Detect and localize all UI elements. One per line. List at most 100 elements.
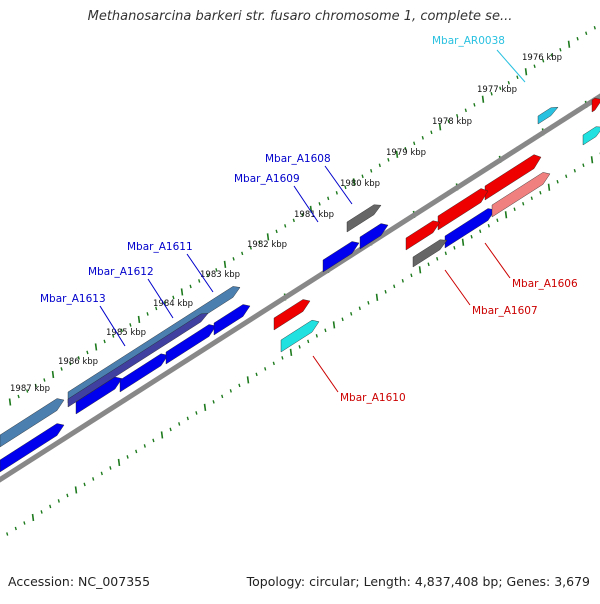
tick-mark xyxy=(8,398,12,406)
gene-arrow-blue[interactable] xyxy=(444,208,496,249)
gene-arrow-blue[interactable] xyxy=(213,304,251,336)
tick-mark xyxy=(513,207,516,212)
tick-mark xyxy=(31,513,35,522)
tick-mark xyxy=(155,306,158,311)
gene-arrow-blue[interactable] xyxy=(165,324,217,365)
gene-labels: Mbar_AR0038Mbar_A1608Mbar_A1609Mbar_A161… xyxy=(40,35,578,404)
tick-mark xyxy=(100,471,103,476)
gene-label[interactable]: Mbar_A1612 xyxy=(88,266,154,278)
backbone-line xyxy=(0,93,600,483)
gene-label[interactable]: Mbar_A1608 xyxy=(265,153,331,165)
gene-arrow-red[interactable] xyxy=(437,188,489,231)
tick-mark xyxy=(238,383,241,388)
tick-mark xyxy=(395,150,399,158)
tick-mark xyxy=(447,119,450,124)
tick-mark xyxy=(413,141,416,146)
tick-mark xyxy=(66,493,69,498)
gene-arrow-blue[interactable] xyxy=(322,241,360,273)
gene-arrow-purple[interactable] xyxy=(67,313,209,408)
kbp-label: 1976 kbp xyxy=(522,53,562,63)
tick-mark xyxy=(86,350,89,355)
gene-arrow-gray[interactable] xyxy=(412,239,448,268)
tick-mark xyxy=(533,64,536,69)
tick-mark xyxy=(504,211,508,219)
gene-label[interactable]: Mbar_AR0038 xyxy=(432,35,505,47)
label-leader-line xyxy=(324,165,353,205)
gene-arrow-gray[interactable] xyxy=(346,204,382,233)
label-leader-line xyxy=(484,242,511,279)
kbp-label: 1987 kbp xyxy=(10,384,50,394)
tick-mark xyxy=(292,218,295,223)
kbp-label: 1983 kbp xyxy=(200,270,240,280)
gene-label[interactable]: Mbar_A1611 xyxy=(127,241,193,253)
tick-mark xyxy=(266,233,270,241)
tick-mark xyxy=(522,201,525,206)
tick-mark xyxy=(530,196,533,201)
label-leader-line xyxy=(312,355,339,393)
gene-arrow-light-blue[interactable] xyxy=(0,398,65,448)
kbp-label: 1978 kbp xyxy=(432,117,472,127)
tick-mark xyxy=(137,315,141,324)
trna-arrow[interactable] xyxy=(537,106,559,125)
label-leader-line xyxy=(99,305,126,347)
topology-summary: Topology: circular; Length: 4,837,408 bp… xyxy=(246,574,590,589)
tick-mark xyxy=(49,504,52,509)
gene-arrow-blue[interactable] xyxy=(119,353,169,393)
tick-mark xyxy=(112,334,115,338)
tick-mark xyxy=(60,367,63,371)
tick-mark xyxy=(264,367,267,371)
gene-label[interactable]: Mbar_A1609 xyxy=(234,173,300,185)
tick-mark xyxy=(143,444,146,448)
gene-arrow-blue[interactable] xyxy=(75,376,123,415)
label-leader-line xyxy=(496,49,526,83)
tick-mark xyxy=(146,312,149,316)
tick-mark xyxy=(34,383,37,388)
tick-mark xyxy=(547,183,551,191)
gene-label[interactable]: Mbar_A1607 xyxy=(472,305,538,317)
gene-arrow-blue[interactable] xyxy=(0,423,65,473)
tick-mark xyxy=(83,482,86,487)
tick-mark xyxy=(275,229,278,234)
sequence-backbone xyxy=(0,93,600,483)
tick-mark xyxy=(195,411,198,415)
tick-mark xyxy=(109,466,112,470)
kbp-label: 1977 kbp xyxy=(477,85,517,95)
tick-mark xyxy=(180,288,184,296)
tick-mark xyxy=(189,284,192,289)
tick-mark xyxy=(585,31,588,36)
tick-mark xyxy=(232,257,235,261)
gene-arrow-red[interactable] xyxy=(484,154,542,201)
gene-arrow-pink[interactable] xyxy=(491,172,551,218)
tick-mark xyxy=(490,91,493,96)
tick-mark xyxy=(350,312,353,316)
gene-arrow-cyan[interactable] xyxy=(280,319,320,353)
tick-mark xyxy=(241,251,244,256)
kbp-label: 1980 kbp xyxy=(340,179,380,189)
tick-mark xyxy=(582,163,585,168)
tick-mark xyxy=(559,47,562,52)
gene-label[interactable]: Mbar_A1606 xyxy=(512,278,578,290)
kbp-label: 1985 kbp xyxy=(106,328,146,338)
label-leader-line xyxy=(293,185,319,223)
tick-mark xyxy=(301,213,304,217)
tick-mark xyxy=(281,356,284,360)
gene-arrow-blue[interactable] xyxy=(359,223,389,250)
gene-arrow-cyan[interactable] xyxy=(582,126,600,146)
tick-mark xyxy=(430,130,433,135)
tick-mark xyxy=(198,279,201,283)
gene-arrow-red[interactable] xyxy=(591,97,600,113)
gene-arrow-red[interactable] xyxy=(405,220,441,251)
gene-label[interactable]: Mbar_A1613 xyxy=(40,293,106,305)
label-leader-line xyxy=(147,278,174,319)
tick-mark xyxy=(307,339,310,344)
tick-mark xyxy=(344,185,347,190)
tick-mark xyxy=(341,317,344,322)
gene-label[interactable]: Mbar_A1610 xyxy=(340,392,406,404)
tick-mark xyxy=(479,229,482,234)
tick-mark xyxy=(163,301,166,305)
gene-arrow-red[interactable] xyxy=(273,299,311,331)
tick-mark xyxy=(370,169,373,173)
tick-mark xyxy=(315,334,318,338)
kbp-label: 1982 kbp xyxy=(247,240,287,250)
